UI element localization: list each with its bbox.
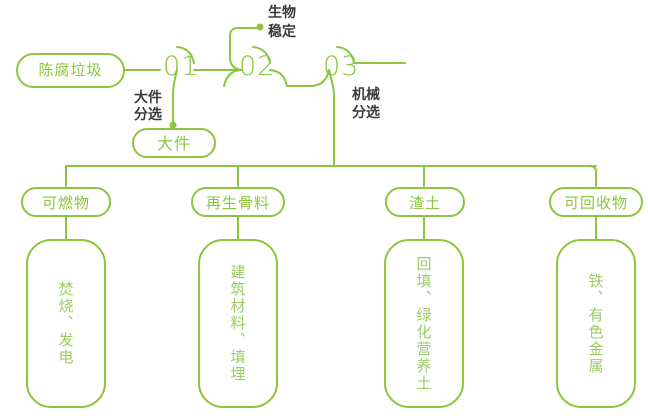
stage-number-01: 01	[163, 51, 200, 82]
detail-box-text-4: 铁、有色金属	[586, 272, 605, 375]
stage-number-03: 03	[323, 51, 360, 82]
output-pill-label-1: 可燃物	[41, 194, 90, 212]
detail-box-text-3: 回填、绿化营养土	[414, 255, 433, 392]
output-pill-label-2: 再生骨料	[205, 194, 270, 212]
branch-drop-4b	[589, 165, 597, 173]
detail-box-3	[384, 239, 464, 408]
arc-02-topright	[252, 46, 271, 64]
dot-bio-stable	[256, 23, 264, 31]
output-pill-label-4: 可回收物	[563, 194, 628, 212]
source-pill-label: 陈腐垃圾	[38, 61, 103, 79]
stage-02-caption-line1: 生物	[268, 5, 296, 21]
detail-box-text-1: 焚烧、发电	[56, 281, 75, 366]
output-pill-label-3: 渣土	[408, 194, 441, 212]
link-02-to-03	[269, 69, 289, 87]
bulky-pill-outline	[132, 128, 216, 158]
stage-03-caption-line2: 分选	[352, 105, 380, 121]
detail-box-1	[26, 239, 106, 408]
stage-number-02: 02	[239, 51, 276, 82]
detail-box-text-2: 建筑材料、填埋	[228, 264, 247, 383]
arc-02-upleft	[229, 27, 261, 71]
dot-bulky	[169, 121, 177, 129]
detail-box-4	[556, 239, 636, 408]
stage-01-caption-line2: 分选	[134, 107, 162, 123]
drop-03-to-bus	[328, 69, 335, 167]
bulky-pill-label: 大件	[156, 134, 191, 153]
drop-01-to-bulky	[172, 69, 178, 125]
stage-01-caption-line1: 大件	[134, 90, 162, 106]
arc-03-topright	[336, 46, 355, 64]
detail-box-2	[198, 239, 278, 408]
branch-drop-1	[65, 165, 73, 173]
link-03-entry	[311, 69, 330, 87]
stage-02-caption-line2: 稳定	[268, 24, 296, 40]
arc-01-top	[176, 46, 195, 64]
stage-03-caption-line1: 机械	[352, 87, 380, 103]
